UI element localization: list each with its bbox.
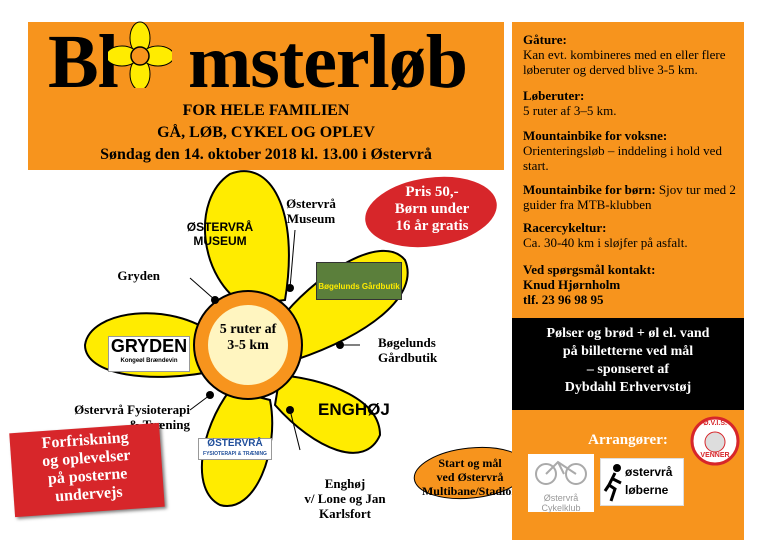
cykelklub-logo: Østervrå Cykelklub	[528, 454, 594, 513]
petal-gryden-sub: Kongeøl Brændevin	[120, 358, 178, 364]
refreshment-text: Forfriskning og oplevelser på posterne u…	[41, 429, 132, 506]
petal-museum-label: ØSTERVRÅ MUSEUM	[186, 220, 254, 248]
info-mtb-adult: Mountainbike for voksne: Orienteringsløb…	[523, 128, 722, 173]
subtitle-family: FOR HELE FAMILIEN	[182, 102, 350, 119]
flower-center-text: 5 ruter af 3-5 km	[219, 322, 277, 353]
sponsor-line-1: Pølser og brød + øl el. vand	[546, 326, 710, 341]
subtitle-date: Søndag den 14. oktober 2018 kl. 13.00 i …	[100, 146, 432, 163]
price-text: Pris 50,- Børn under 16 år gratis	[394, 184, 470, 234]
label-boegelund: Bøgelunds Gårdbutik	[378, 335, 438, 365]
price-badge	[363, 175, 499, 249]
label-enghoj: Enghøj v/ Lone og Jan Karlsfort	[304, 476, 386, 521]
gryden-logo-image	[108, 336, 190, 372]
petal-gryden-label: GRYDEN	[110, 336, 188, 356]
gaardbutik-logo-image	[316, 262, 402, 300]
loeberne-logo: østervrå løberne	[600, 458, 684, 506]
petal-enghoj	[273, 373, 382, 454]
petal-enghoj-label: ENGHØJ	[318, 400, 390, 419]
petal-gaard-label: Bøgelunds Gårdbutik	[318, 282, 400, 291]
runner-icon	[603, 464, 622, 502]
sponsor-banner	[512, 318, 744, 410]
sponsor-line-2: på billetterne ved mål	[562, 344, 694, 359]
flower-center-disc	[208, 305, 288, 385]
ovis-badge-icon	[690, 416, 740, 466]
start-text: Start og mål ved Østervrå Multibane/Stad…	[421, 456, 519, 498]
title-suffix: msterløb	[188, 20, 468, 104]
subtitle-activities: GÅ, LØB, CYKEL OG OPLEV	[157, 124, 375, 141]
info-gaature: Gåture: Kan evt. kombineres med en eller…	[523, 32, 726, 77]
info-contact: Ved spørgsmål kontakt: Knud Hjørnholm tl…	[523, 262, 656, 307]
info-mtb-kids: Mountainbike for børn: Sjov tur med 2 gu…	[523, 182, 736, 212]
label-gryden: Gryden	[117, 268, 160, 283]
sponsor-line-4: Dybdahl Erhvervstøj	[564, 380, 692, 395]
fysio-logo-image	[198, 438, 272, 460]
petal-fysio-label-2: FYSIOTERAPI & TRÆNING	[203, 451, 267, 457]
sponsor-line-3: – sponseret af	[586, 362, 670, 377]
ovis-bottom-text: VENNER	[700, 452, 730, 459]
title-prefix: Bl	[48, 20, 119, 104]
station-dot-museum	[286, 284, 294, 292]
flower-logo-icon	[108, 21, 172, 88]
petal-fysio-label-1: ØSTERVRÅ	[207, 438, 263, 449]
ovis-top-text: Ø.V.I.S.	[703, 420, 727, 427]
bicycle-icon	[535, 460, 587, 485]
label-museum: Østervrå Museum	[286, 196, 336, 226]
petal-museum	[203, 170, 290, 307]
info-loeberuter: Løberuter: 5 ruter af 3–5 km.	[523, 88, 617, 118]
header-banner	[28, 22, 504, 170]
info-racer: Racercykeltur: Ca. 30-40 km i sløjfer på…	[523, 220, 688, 250]
organizers-title: Arrangører:	[588, 432, 668, 448]
